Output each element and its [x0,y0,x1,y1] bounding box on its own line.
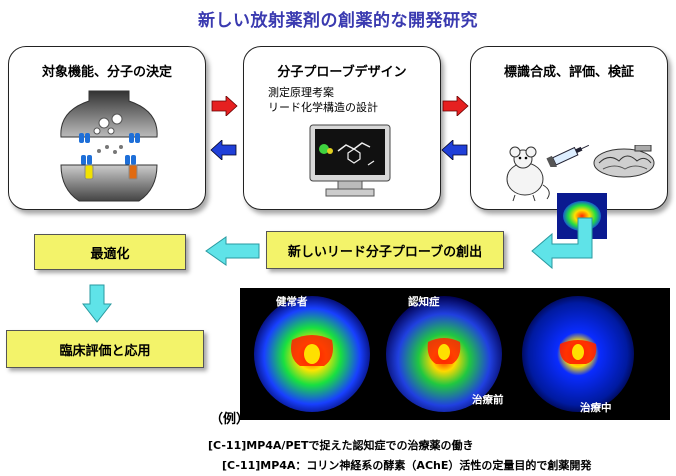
design-notes: 測定原理考案 リード化学構造の設計 [268,85,378,115]
red-arrow-right-icon [442,96,469,116]
caption-line-2: [C-11]MP4A：コリン神経系の酵素（AChE）活性の定量目的で創薬開発 [222,459,592,472]
computer-monitor-icon [309,124,391,197]
panel-labeling-evaluation-title: 標識合成、評価、検証 [503,65,634,80]
pet-label-during-treatment: 治療中 [580,402,612,414]
cyan-bend-arrow-icon [531,217,593,270]
panel-target-function: 対象機能、分子の決定 [8,46,206,210]
pet-brain-scans [254,296,634,412]
design-note-lead-structure: リード化学構造の設計 [268,101,378,114]
panel-labeling-evaluation: 標識合成、評価、検証 [470,46,668,239]
caption-line-1: [C-11]MP4A/PETで捉えた認知症での治療薬の働き [208,439,474,452]
page-title: 新しい放射薬剤の創薬的な開発研究 [198,11,478,31]
blue-arrow-left-icon [441,140,468,160]
design-note-principle: 測定原理考案 [268,86,334,99]
brain-section-icon [593,145,655,178]
pet-label-before-treatment: 治療前 [472,394,504,406]
step-clinical: 臨床評価と応用 [6,330,204,368]
pet-label-dementia: 認知症 [408,296,440,308]
mouse-icon [506,146,550,202]
synapse-illustration [60,90,158,202]
step-optimization: 最適化 [34,234,186,270]
panel-probe-design: 分子プローブデザイン 測定原理考案 リード化学構造の設計 [243,46,441,210]
red-arrow-right-icon [211,96,238,116]
cyan-arrow-left-icon [205,236,260,266]
syringe-icon [546,144,590,167]
panel-probe-design-title: 分子プローブデザイン [277,65,407,80]
caption-example: （例） [210,412,250,427]
pet-label-healthy: 健常者 [276,296,308,308]
step-lead-probe: 新しいリード分子プローブの創出 [266,231,504,269]
panel-target-function-title: 対象機能、分子の決定 [41,65,172,80]
cyan-arrow-down-icon [82,284,112,323]
pet-image-panel: 健常者 認知症 治療前 治療中 [240,288,670,420]
blue-arrow-left-icon [210,140,237,160]
